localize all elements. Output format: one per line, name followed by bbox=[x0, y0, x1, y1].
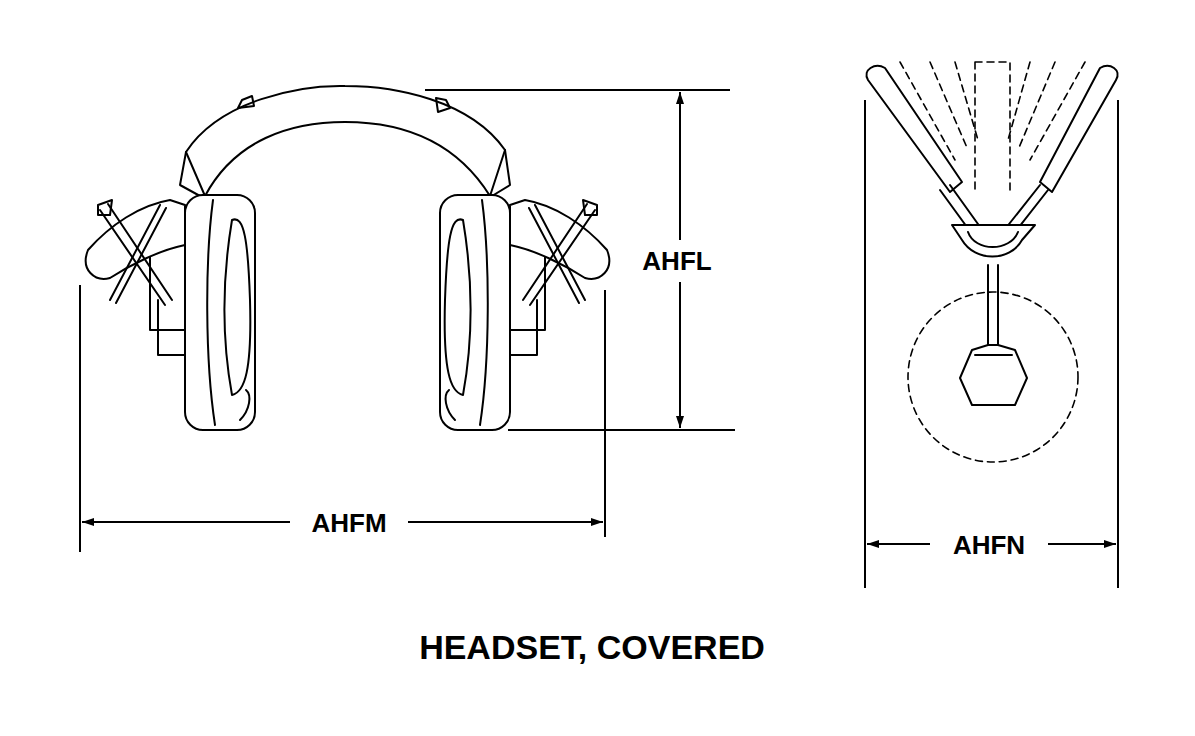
dimension-label: AHFM bbox=[307, 509, 390, 538]
headband bbox=[180, 86, 510, 196]
dimension-label: AHFN bbox=[949, 531, 1029, 560]
dimension-lines bbox=[80, 90, 1118, 588]
left-earcup bbox=[86, 195, 255, 430]
right-earcup bbox=[440, 195, 609, 430]
caption: HEADSET, COVERED bbox=[415, 629, 769, 666]
side-view bbox=[866, 62, 1117, 462]
dimension-label: AHFL bbox=[638, 247, 715, 276]
